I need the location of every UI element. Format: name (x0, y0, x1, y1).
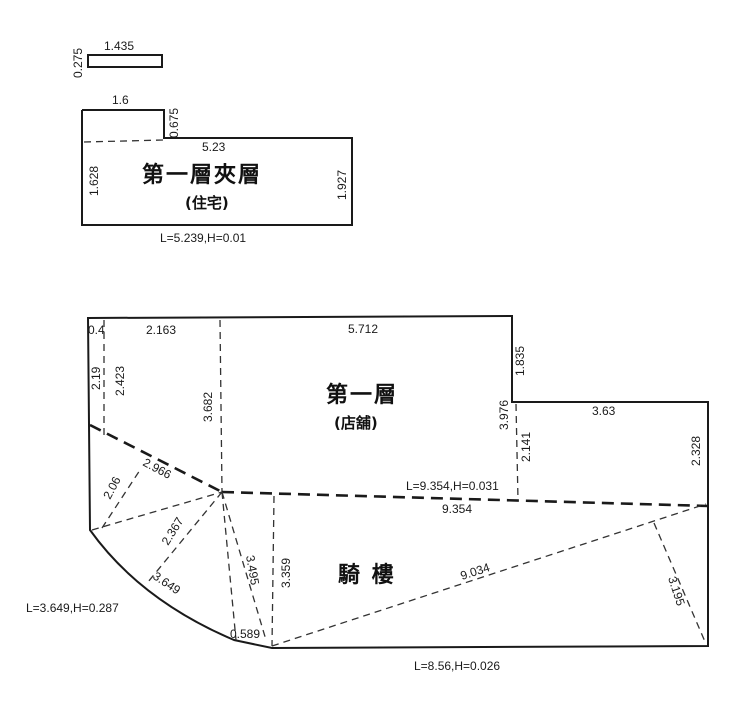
ff-dim-diag-a: 2.966 (141, 455, 174, 482)
small-rect-width: 1.435 (104, 39, 134, 53)
floor-divider (221, 490, 709, 508)
ff-dim-right-step: 1.835 (513, 346, 527, 376)
first-floor-divider-label: 9.354 (442, 502, 472, 516)
ff-dim-right-c: 2.328 (689, 436, 703, 466)
ff-dim-mid-v: 3.682 (201, 392, 215, 422)
arcade-bottom-label: L=8.56,H=0.026 (414, 659, 500, 673)
arcade-dim-d5: 0.589 (230, 627, 260, 641)
small-rect (87, 54, 163, 68)
arcade-dim-d6: 9.034 (459, 560, 492, 583)
mezzanine-arc-label: L=5.239,H=0.01 (160, 231, 246, 245)
arcade-dim-d7: 3.195 (665, 575, 688, 608)
mezzanine-subtitle: (住宅) (185, 194, 229, 212)
arcade-dim-d3: 3.495 (243, 554, 262, 586)
ff-dim-right-b: 2.141 (519, 432, 533, 462)
mezz-dim-right: 1.927 (335, 170, 349, 200)
mezz-dim-left: 1.628 (87, 166, 101, 196)
ff-dim-left-a: 2.19 (89, 366, 103, 390)
ff-dim-right-a: 3.976 (497, 400, 511, 430)
small-rect-height: 0.275 (71, 48, 85, 78)
ff-dim-right-top: 3.63 (592, 404, 616, 418)
ff-dim-top-a: 0.4 (88, 323, 105, 337)
ff-dim-left-b: 2.423 (113, 366, 127, 396)
arcade-dim-d2: 3.649 (150, 569, 183, 598)
arcade-dim-d1: 2.367 (159, 514, 187, 547)
arcade-title: 騎 樓 (338, 563, 396, 588)
arcade-curve-label: L=3.649,H=0.287 (26, 601, 119, 615)
first-floor-arc-label: L=9.354,H=0.031 (406, 479, 499, 493)
first-floor-subtitle: (店舖) (334, 414, 378, 432)
mezzanine-dash (83, 139, 165, 143)
first-floor-title: 第一層 (326, 382, 398, 408)
mezz-dim-step: 0.675 (167, 108, 181, 138)
ff-dim-top-b: 2.163 (146, 323, 176, 337)
ff-dim-top-c: 5.712 (348, 322, 378, 336)
mezzanine-outline (81, 109, 353, 226)
arcade-dim-d4: 3.359 (279, 558, 293, 588)
ff-dim-diag-b: 2.06 (100, 474, 123, 501)
mezz-dim-top: 5.23 (202, 140, 226, 154)
mezz-dim-top-left: 1.6 (112, 93, 129, 107)
first-floor-outline (86, 314, 709, 650)
mezzanine-title: 第一層夾層 (142, 162, 262, 188)
